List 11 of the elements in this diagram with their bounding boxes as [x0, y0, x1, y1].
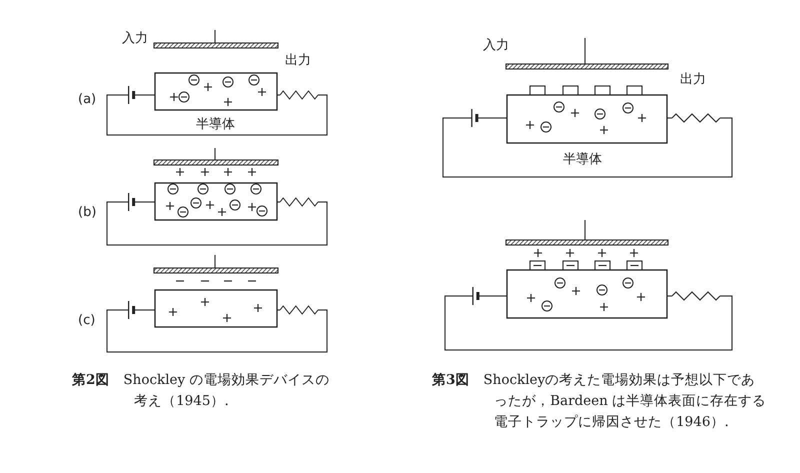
input-label: 入力 — [122, 31, 148, 47]
figure-caption: 第2図 Shockley の電場効果デバイスの考え（1945）. — [72, 371, 330, 411]
panel-label: (a) — [78, 92, 96, 108]
output-label: 出力 — [285, 53, 311, 69]
output-label: 出力 — [680, 72, 706, 88]
panel-label: (c) — [78, 313, 96, 329]
semiconductor-label: 半導体 — [563, 152, 602, 168]
input-label: 入力 — [483, 38, 509, 54]
panel-label: (b) — [78, 205, 96, 221]
figure-caption: 第3図 Shockleyの考えた電場効果は予想以下であったが，Bardeen は半導体表面に存在する電子トラップに帰因させた（1946）. — [432, 371, 767, 432]
semiconductor-label: 半導体 — [196, 117, 235, 133]
